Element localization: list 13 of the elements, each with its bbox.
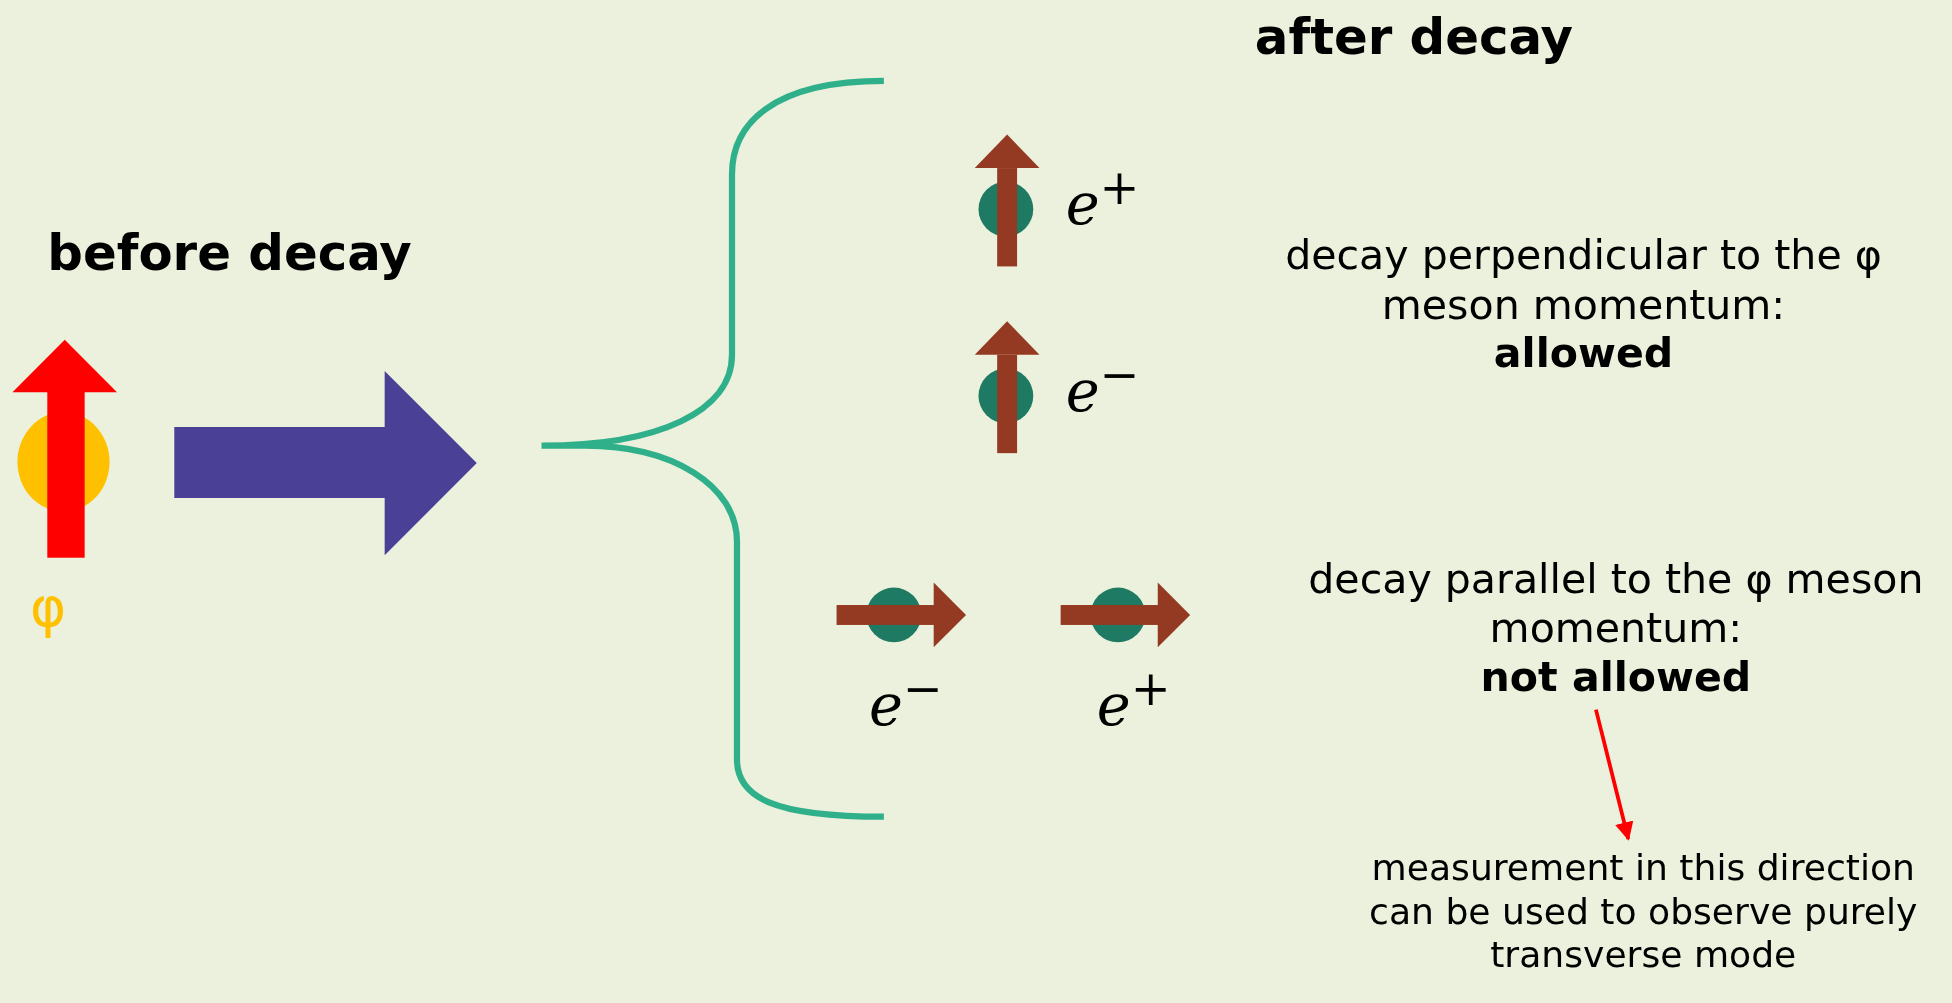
particle-label: e$^{−}$ bbox=[1065, 346, 1140, 425]
description-text: decay perpendicular to the φ meson momentum: bbox=[1284, 230, 1883, 329]
description-text: decay parallel to the φ meson momentum: bbox=[1307, 554, 1925, 653]
particle-label: e$^{+}$ bbox=[1065, 159, 1140, 239]
particle-label: e$^{−}$ bbox=[868, 659, 943, 739]
heading: before decay bbox=[47, 224, 412, 282]
particle-label: e$^{+}$ bbox=[1096, 659, 1171, 739]
particle-label: φ bbox=[29, 575, 66, 639]
arrow bbox=[1594, 709, 1634, 841]
description-text: measurement in this direction can be used to observe purely transverse mode bbox=[1368, 846, 1919, 977]
heading: after decay bbox=[1254, 7, 1574, 65]
verdict-text: not allowed bbox=[1479, 652, 1753, 702]
verdict-text: allowed bbox=[1492, 328, 1675, 379]
